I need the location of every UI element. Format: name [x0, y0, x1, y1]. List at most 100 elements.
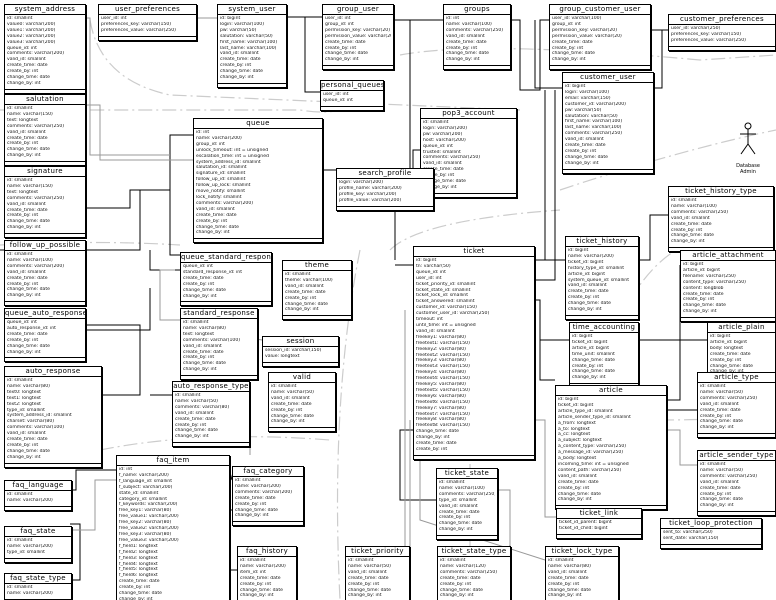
table-field: lock_notify: smallint	[196, 194, 242, 200]
table-field: name: varchar(150)	[7, 183, 53, 189]
table-field: f_field4: longtext	[119, 561, 158, 567]
table-field: a_from: longtext	[558, 420, 596, 426]
table-field: timeout: int	[416, 317, 443, 323]
table-field: freetext3: varchar(150)	[416, 364, 470, 370]
table-field: create_by: int	[348, 581, 380, 587]
table-field: change_by: int	[572, 375, 606, 381]
actor-label: Database Admin	[736, 163, 760, 175]
table-field: comments: varchar(200)	[235, 489, 293, 495]
table-field: create_time: date	[558, 479, 599, 485]
methods-compartment	[437, 535, 497, 539]
table-field: change_by: int	[271, 419, 305, 425]
methods-compartment	[414, 454, 534, 459]
table-field: queue_id: int	[183, 264, 213, 269]
table-field: create_by: int	[439, 515, 471, 521]
table-field: salutation: varchar(50)	[565, 113, 618, 119]
table-field: valid_id: smallint	[348, 569, 387, 575]
table-field: comments: varchar(250)	[439, 491, 495, 497]
table-field: create_time: date	[7, 331, 48, 337]
table-field: category_id: smallint	[119, 496, 168, 502]
table-title: article_plain	[708, 323, 775, 333]
table-title: system_address	[5, 5, 85, 15]
table-field: id: smallint	[7, 16, 33, 21]
table-field: follow_up_id: smallint	[196, 177, 246, 183]
table-field: freetext5: varchar(150)	[416, 387, 470, 393]
methods-compartment	[556, 505, 666, 509]
table-field: user_id: varchar(250)	[671, 26, 721, 31]
table-field: create_by: int	[558, 485, 590, 491]
table-title: groups	[444, 5, 510, 15]
table-field: queue_id: int	[323, 97, 353, 103]
table-field: comments: varchar(100)	[183, 337, 241, 343]
table-title: ticket_lock_type	[546, 547, 618, 557]
table-field: create_by: int	[416, 447, 448, 452]
table-field: create_time: date	[271, 401, 312, 407]
table-field: comments: varchar(250)	[700, 395, 758, 401]
table-field: name: varchar(100)	[446, 21, 492, 27]
table-field: change_by: int	[183, 367, 217, 373]
table-field: change_by: int	[671, 239, 705, 245]
table-field: name: varchar(80)	[183, 325, 226, 331]
methods-compartment	[5, 88, 85, 93]
methods-compartment	[5, 161, 85, 165]
table-field: create_time: date	[565, 143, 606, 149]
table-field: change_by: int	[175, 434, 209, 440]
table-field: f_keywords: varchar(200)	[119, 502, 178, 508]
table-field: comments: varchar(200)	[196, 200, 254, 206]
table-field: theme: varchar(100)	[285, 277, 333, 283]
table-field: create_time: date	[175, 416, 216, 422]
table-field: create_time: date	[552, 39, 593, 45]
table-field: change_time: date	[7, 147, 50, 153]
table-title: auto_response	[5, 367, 101, 377]
